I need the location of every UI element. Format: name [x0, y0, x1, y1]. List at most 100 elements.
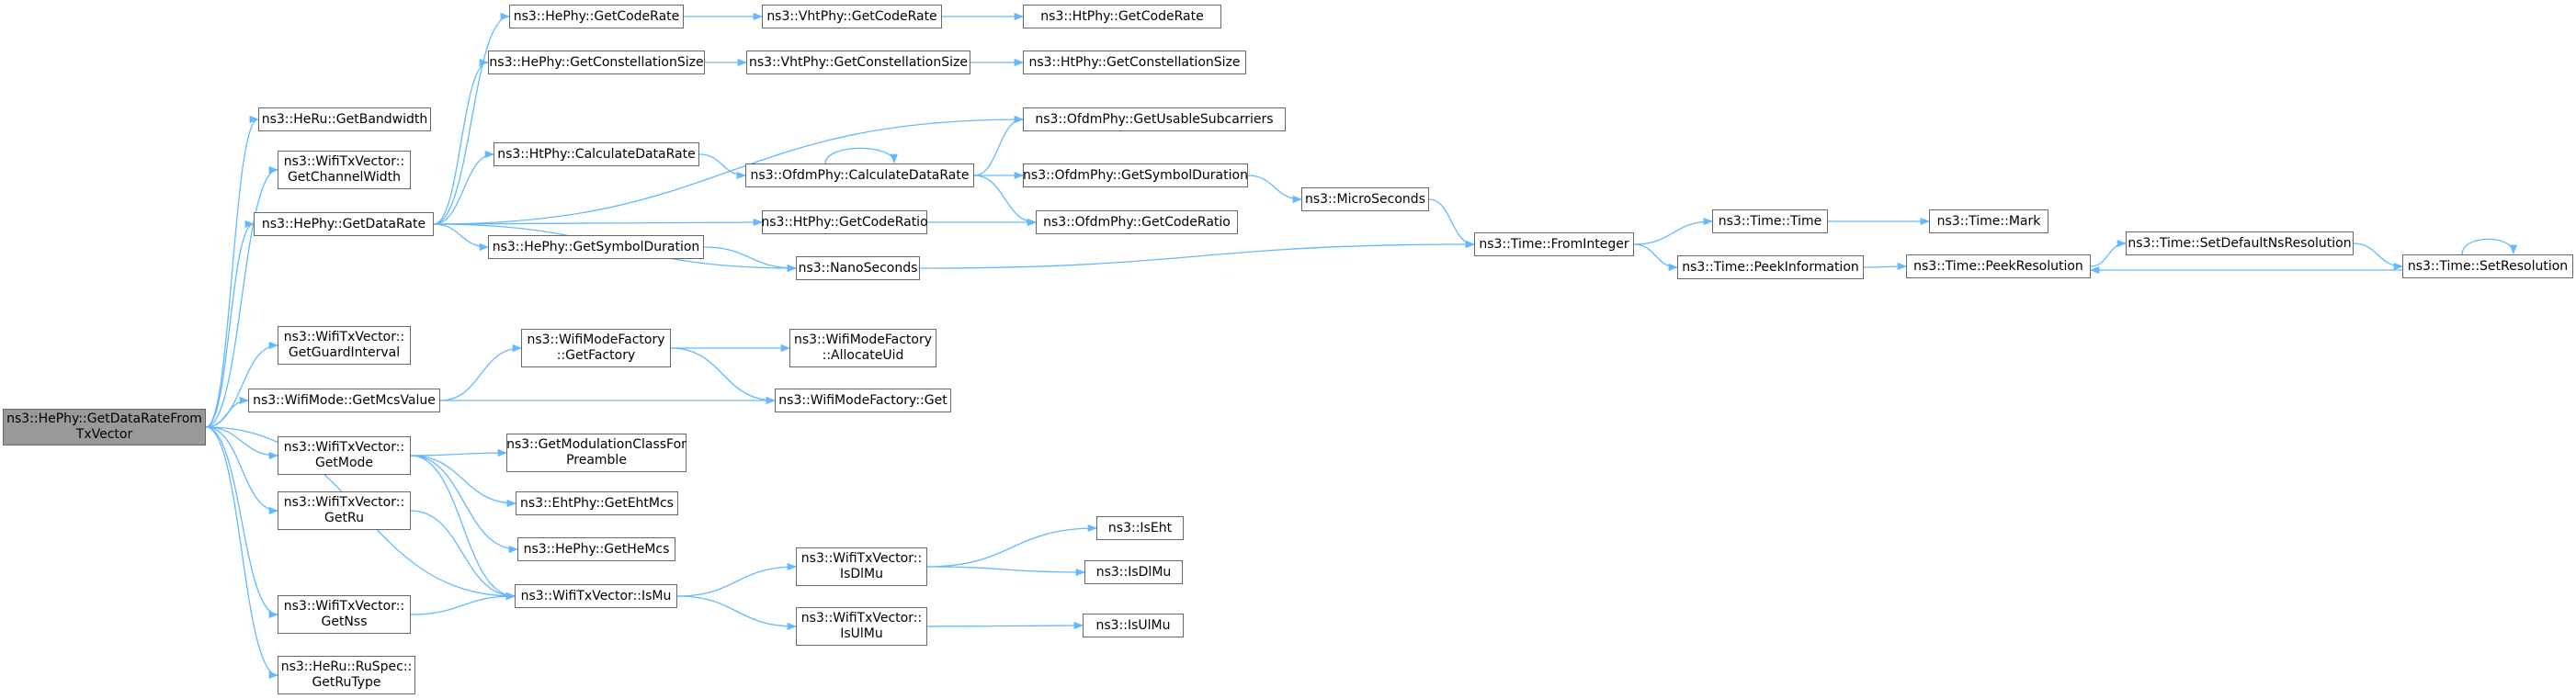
edge-ofdmphy-getsymbolduration-to-microseconds [1247, 175, 1303, 204]
node-label: ns3::NanoSeconds [798, 260, 918, 276]
edge-getmode-to-ismu [410, 455, 516, 601]
node-hephy-getsymbolduration[interactable]: ns3::HePhy::GetSymbolDuration [488, 235, 704, 259]
edge-ofdmphy-calculatedatarate-to-ofdmphy-getcoderatio [973, 175, 1038, 227]
node-time-peekinformation[interactable]: ns3::Time::PeekInformation [1677, 255, 1864, 279]
node-label: GetChannelWidth [287, 170, 402, 185]
node-getguardinterval[interactable]: ns3::WifiTxVector::GetGuardInterval [278, 326, 411, 365]
node-time-setdefaultnsresolution[interactable]: ns3::Time::SetDefaultNsResolution [2126, 231, 2354, 255]
node-time-mark[interactable]: ns3::Time::Mark [1929, 209, 2048, 233]
node-hephy-gethemcs[interactable]: ns3::HePhy::GetHeMcs [517, 537, 675, 561]
node-ofdmphy-getcoderatio[interactable]: ns3::OfdmPhy::GetCodeRatio [1036, 210, 1238, 234]
node-htphy-getcoderatio[interactable]: ns3::HtPhy::GetCodeRatio [761, 210, 928, 234]
edge-time-setdefaultnsresolution-to-time-setresolution [2353, 242, 2404, 271]
node-allocateuid[interactable]: ns3::WifiModeFactory::AllocateUid [789, 329, 936, 367]
node-getmcsvalue[interactable]: ns3::WifiMode::GetMcsValue [248, 389, 440, 412]
edge-time-peekresolution-to-time-setdefaultnsresolution [2090, 239, 2128, 267]
node-isulmu[interactable]: ns3::IsUlMu [1083, 614, 1184, 637]
node-getchannelwidth[interactable]: ns3::WifiTxVector::GetChannelWidth [278, 151, 411, 189]
node-getbandwidth[interactable]: ns3::HeRu::GetBandwidth [258, 107, 431, 131]
node-getmode[interactable]: ns3::WifiTxVector::GetMode [278, 436, 411, 475]
node-ismu[interactable]: ns3::WifiTxVector::IsMu [515, 584, 677, 608]
edge-root-to-getmode [205, 426, 279, 460]
node-label: ns3::WifiTxVector:: [800, 611, 923, 626]
node-label: ns3::HtPhy::GetConstellationSize [1028, 54, 1241, 70]
node-label: ns3::OfdmPhy::GetSymbolDuration [1023, 167, 1248, 183]
node-label: ns3::HePhy::GetConstellationSize [489, 54, 704, 70]
node-label: GetMode [314, 456, 374, 470]
node-htphy-getconstellationsize[interactable]: ns3::HtPhy::GetConstellationSize [1023, 51, 1246, 74]
edge-isdlmu-vec-to-iseht [926, 524, 1098, 568]
node-time-frominteger[interactable]: ns3::Time::FromInteger [1474, 232, 1634, 256]
node-label: GetGuardInterval [288, 345, 401, 360]
node-isdlmu-vec[interactable]: ns3::WifiTxVector::IsDlMu [796, 547, 927, 586]
node-ehtphy-getehtmcs[interactable]: ns3::EhtPhy::GetEhtMcs [516, 491, 678, 515]
edge-root-to-getrutype [205, 426, 279, 680]
node-vhtphy-getcoderate[interactable]: ns3::VhtPhy::GetCodeRate [762, 5, 942, 28]
node-getusablesubcarriers[interactable]: ns3::OfdmPhy::GetUsableSubcarriers [1023, 107, 1286, 131]
node-isulmu-vec[interactable]: ns3::WifiTxVector::IsUlMu [796, 607, 927, 646]
node-iseht[interactable]: ns3::IsEht [1096, 516, 1184, 540]
edge-hephy-getdatarate-to-htphy-getcoderatio [433, 218, 764, 227]
node-label: ns3::OfdmPhy::CalculateDataRate [750, 167, 970, 183]
edge-root-to-getbandwidth [205, 115, 260, 428]
edge-ismu-to-isulmu-vec [676, 595, 798, 631]
edge-root-to-hephy-getdatarate [205, 220, 255, 428]
node-label: ns3::WifiTxVector:: [283, 599, 405, 614]
node-label: ns3::Time::PeekInformation [1682, 259, 1859, 275]
edge-getru-to-ismu [410, 510, 516, 601]
node-ofdmphy-getsymbolduration[interactable]: ns3::OfdmPhy::GetSymbolDuration [1023, 163, 1248, 187]
node-label: ns3::HePhy::GetDataRateFrom [6, 412, 202, 426]
node-label: ns3::WifiTxVector:: [283, 495, 405, 510]
node-isdlmu[interactable]: ns3::IsDlMu [1084, 560, 1183, 584]
edge-hephy-getdatarate-to-hephy-getsymbolduration [433, 223, 490, 252]
edge-hephy-getdatarate-to-hephy-getcoderate [433, 12, 511, 225]
node-label: ns3::WifiTxVector:: [800, 551, 923, 566]
node-getrutype[interactable]: ns3::HeRu::RuSpec::GetRuType [278, 656, 415, 694]
edge-ofdmphy-calculatedatarate-to-ofdmphy-calculatedatarate [824, 147, 898, 164]
node-wifimodefactory-get[interactable]: ns3::WifiModeFactory::Get [775, 389, 951, 412]
node-label: ns3::Time::Time [1718, 213, 1822, 229]
node-label: ns3::WifiTxVector:: [283, 154, 405, 169]
node-label: ns3::WifiMode::GetMcsValue [253, 392, 436, 408]
edge-getmode-to-ehtphy-getehtmcs [410, 455, 517, 508]
node-time-setresolution[interactable]: ns3::Time::SetResolution [2402, 254, 2573, 278]
node-label: ns3::VhtPhy::GetConstellationSize [749, 54, 968, 70]
node-label: ns3::HtPhy::GetCodeRate [1040, 8, 1204, 24]
node-time-time[interactable]: ns3::Time::Time [1712, 209, 1828, 233]
node-label: ns3::VhtPhy::GetCodeRate [766, 8, 937, 24]
edge-getmode-to-getmodulationclassforpreamble [410, 448, 508, 457]
node-ofdmphy-calculatedatarate[interactable]: ns3::OfdmPhy::CalculateDataRate [745, 163, 974, 187]
node-time-peekresolution[interactable]: ns3::Time::PeekResolution [1906, 254, 2091, 278]
node-hephy-getcoderate[interactable]: ns3::HePhy::GetCodeRate [509, 5, 684, 28]
node-label: ns3::HtPhy::GetCodeRatio [761, 214, 928, 230]
edge-time-frominteger-to-time-peekinformation [1633, 243, 1679, 272]
node-label: ns3::WifiTxVector::IsMu [520, 588, 672, 603]
node-label: ns3::WifiModeFactory::Get [778, 392, 948, 408]
node-label: TxVector [75, 427, 133, 442]
node-label: ns3::GetModulationClassFor [506, 437, 687, 452]
node-getru[interactable]: ns3::WifiTxVector::GetRu [278, 491, 411, 530]
node-getnss[interactable]: ns3::WifiTxVector::GetNss [278, 595, 411, 634]
node-label: ns3::WifiTxVector:: [283, 440, 405, 455]
node-htphy-calculatedatarate[interactable]: ns3::HtPhy::CalculateDataRate [494, 142, 699, 166]
edge-root-to-getru [205, 426, 279, 515]
node-label: ns3::Time::PeekResolution [1913, 258, 2083, 274]
node-label: IsDlMu [839, 567, 884, 581]
node-microseconds[interactable]: ns3::MicroSeconds [1301, 187, 1429, 211]
node-label: ns3::MicroSeconds [1304, 191, 1425, 207]
node-label: ns3::WifiModeFactory [527, 333, 665, 347]
node-hephy-getconstellationsize[interactable]: ns3::HePhy::GetConstellationSize [488, 51, 705, 74]
node-label: ns3::HePhy::GetDataRate [261, 216, 426, 231]
node-label: ns3::Time::SetDefaultNsResolution [2128, 235, 2352, 251]
node-nanoseconds[interactable]: ns3::NanoSeconds [796, 256, 920, 280]
node-label: ns3::WifiModeFactory [793, 333, 933, 347]
edge-root-to-getmcsvalue [205, 396, 250, 428]
node-htphy-getcoderate[interactable]: ns3::HtPhy::GetCodeRate [1023, 5, 1221, 28]
node-hephy-getdatarate[interactable]: ns3::HePhy::GetDataRate [254, 212, 434, 236]
node-wifimodefactory-getfactory[interactable]: ns3::WifiModeFactory::GetFactory [521, 329, 671, 367]
node-vhtphy-getconstellationsize[interactable]: ns3::VhtPhy::GetConstellationSize [746, 51, 970, 74]
